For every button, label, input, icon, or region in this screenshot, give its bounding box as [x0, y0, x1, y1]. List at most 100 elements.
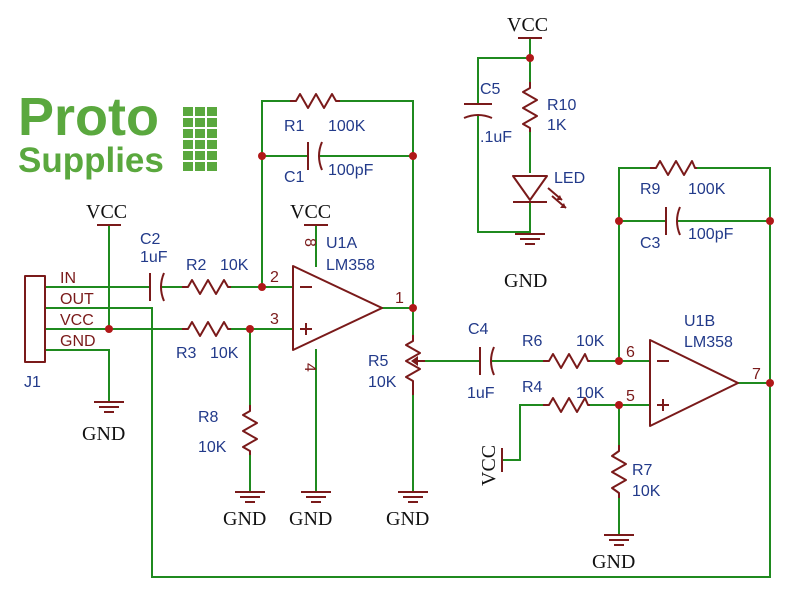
junction — [766, 379, 774, 387]
j1-pin-in-label: IN — [60, 270, 76, 287]
u1a-pin-3: 3 — [270, 311, 279, 328]
junction — [526, 54, 534, 62]
c1-value: 100pF — [328, 162, 374, 179]
vcc-label: VCC — [478, 445, 500, 486]
r3-ref: R3 — [176, 345, 197, 362]
r1-value: 100K — [328, 118, 366, 135]
r4-value: 10K — [576, 385, 605, 402]
junction — [615, 401, 623, 409]
r4-ref: R4 — [522, 379, 543, 396]
u1b-value: LM358 — [684, 334, 733, 351]
vcc-label: VCC — [290, 201, 331, 223]
resistor-r2: R2 10K — [182, 257, 249, 295]
c2-value: 1uF — [140, 249, 168, 266]
gnd-symbol: GND — [82, 401, 125, 445]
j1-pin-out-label: OUT — [60, 291, 94, 308]
j1-pin-gnd-label: GND — [60, 333, 96, 350]
potentiometer-r5: R5 10K — [368, 335, 425, 395]
junction — [105, 325, 113, 333]
capacitor-c5: C5 .1uF — [463, 81, 512, 146]
r9-ref: R9 — [640, 181, 661, 198]
resistor-r10: R10 1K — [522, 82, 576, 134]
u1a-value: LM358 — [326, 257, 375, 274]
vcc-symbol: VCC — [507, 14, 548, 39]
gnd-label: GND — [592, 551, 635, 573]
wires — [44, 37, 771, 578]
gnd-symbol: GND — [592, 534, 635, 573]
resistor-r6: R6 10K — [522, 333, 605, 369]
resistor-r8: R8 10K — [198, 405, 258, 456]
c4-value: 1uF — [467, 385, 495, 402]
gnd-label: GND — [386, 508, 429, 530]
logo-line-2: Supplies — [18, 141, 164, 180]
c5-value: .1uF — [480, 129, 512, 146]
resistor-r7: R7 10K — [611, 445, 661, 500]
gnd-symbol: GND — [223, 491, 266, 530]
u1b-ref: U1B — [684, 313, 715, 330]
connector-j1: IN OUT VCC GND J1 — [24, 270, 96, 391]
logo-line-1: Proto — [18, 87, 159, 147]
c1-ref: C1 — [284, 169, 305, 186]
resistor-r3: R3 10K — [176, 321, 239, 362]
r6-ref: R6 — [522, 333, 543, 350]
r2-value: 10K — [220, 257, 249, 274]
gnd-label: GND — [82, 423, 125, 445]
u1a-pin-2: 2 — [270, 269, 279, 286]
r9-value: 100K — [688, 181, 726, 198]
u1a-pin-4: 4 — [301, 363, 318, 372]
vcc-label: VCC — [86, 201, 127, 223]
junction — [766, 217, 774, 225]
r3-value: 10K — [210, 345, 239, 362]
c3-value: 100pF — [688, 226, 734, 243]
c4-ref: C4 — [468, 321, 489, 338]
r8-value: 10K — [198, 439, 227, 456]
j1-ref: J1 — [24, 374, 41, 391]
gnd-symbol: GND — [386, 491, 429, 530]
junction — [409, 304, 417, 312]
vcc-symbol: VCC — [86, 201, 127, 226]
junction — [409, 152, 417, 160]
r10-ref: R10 — [547, 97, 576, 114]
j1-pin-vcc-label: VCC — [60, 312, 94, 329]
junction — [615, 357, 623, 365]
junction — [258, 283, 266, 291]
opamp-u1a: U1A LM358 2 3 1 8 4 — [270, 235, 404, 372]
r5-ref: R5 — [368, 353, 389, 370]
logo-grid-icon — [183, 107, 217, 171]
gnd-label: GND — [289, 508, 332, 530]
gnd-symbol: GND — [504, 233, 547, 292]
r1-ref: R1 — [284, 118, 305, 135]
vcc-label: VCC — [507, 14, 548, 36]
junction — [258, 152, 266, 160]
junction — [246, 325, 254, 333]
vcc-symbol: VCC — [478, 445, 503, 486]
r7-ref: R7 — [632, 462, 653, 479]
led-diode: LED — [512, 170, 585, 209]
resistor-r9: R9 100K — [640, 160, 726, 198]
resistor-r1: R1 100K — [284, 93, 366, 135]
r5-value: 10K — [368, 374, 397, 391]
u1b-pin-7: 7 — [752, 366, 761, 383]
gnd-label: GND — [504, 270, 547, 292]
u1b-pin-6: 6 — [626, 344, 635, 361]
r6-value: 10K — [576, 333, 605, 350]
r10-value: 1K — [547, 117, 567, 134]
u1a-pin-1: 1 — [395, 290, 404, 307]
resistor-r4: R4 10K — [522, 379, 605, 413]
u1a-pin-8: 8 — [301, 238, 318, 247]
capacitor-c1: C1 100pF — [284, 141, 374, 186]
capacitor-c4: C4 1uF — [467, 321, 495, 402]
u1a-ref: U1A — [326, 235, 357, 252]
capacitor-c3: C3 100pF — [640, 206, 734, 252]
opamp-u1b: U1B LM358 6 5 7 — [626, 313, 761, 427]
r7-value: 10K — [632, 483, 661, 500]
junction — [615, 217, 623, 225]
gnd-label: GND — [223, 508, 266, 530]
u1b-pin-5: 5 — [626, 388, 635, 405]
junctions — [105, 54, 774, 409]
c2-ref: C2 — [140, 231, 161, 248]
r2-ref: R2 — [186, 257, 207, 274]
r8-ref: R8 — [198, 409, 219, 426]
